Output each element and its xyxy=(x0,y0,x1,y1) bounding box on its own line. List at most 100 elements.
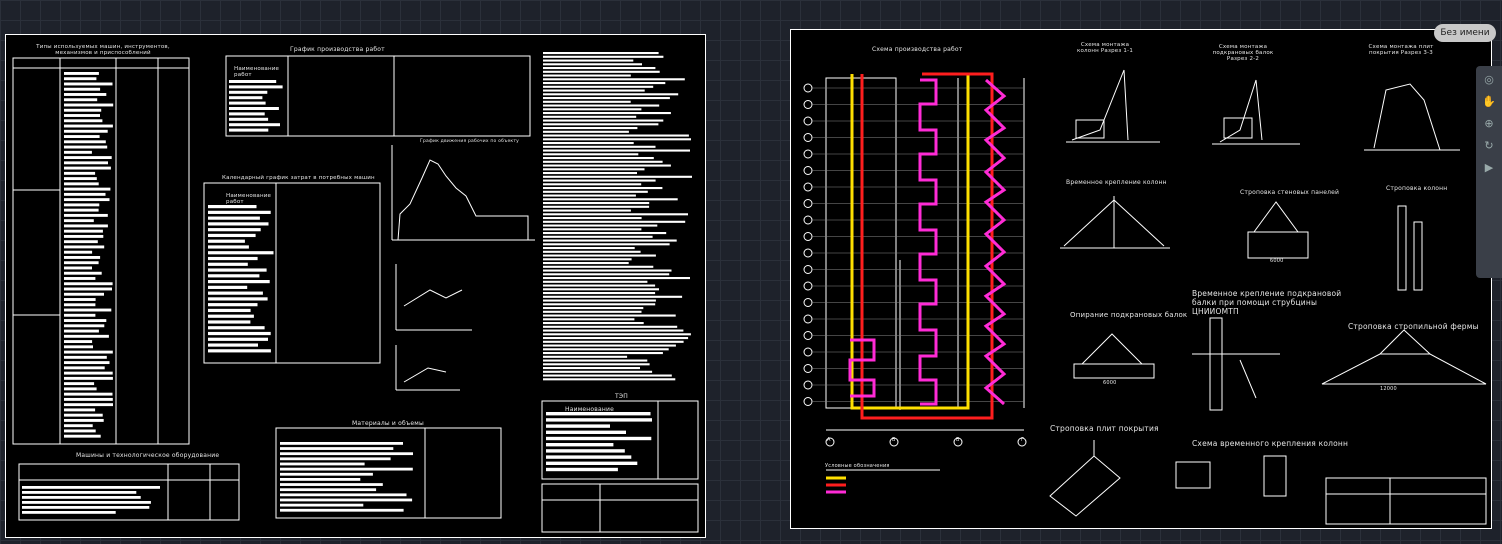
text-line xyxy=(546,461,638,465)
text-line xyxy=(280,442,403,445)
full-navigation-wheel-icon[interactable]: ◎ xyxy=(1484,73,1494,86)
text-line xyxy=(64,250,93,254)
text-line xyxy=(208,308,251,313)
viewcube-label[interactable]: Без имени xyxy=(1434,24,1496,42)
text-line xyxy=(543,93,679,96)
axis-label-a: А xyxy=(827,437,831,443)
text-line xyxy=(543,378,676,381)
text-line xyxy=(64,345,93,349)
text-line xyxy=(64,177,97,181)
text-line xyxy=(64,187,111,191)
text-line xyxy=(280,498,413,502)
text-line xyxy=(64,72,99,75)
main-scheme-title: Схема производства работ xyxy=(872,46,963,53)
text-line xyxy=(543,370,653,373)
pan-icon[interactable]: ✋ xyxy=(1482,95,1496,108)
showmotion-icon[interactable]: ▶ xyxy=(1484,161,1494,174)
text-line xyxy=(546,412,651,416)
text-line xyxy=(543,239,677,242)
text-line xyxy=(543,277,690,280)
text-line xyxy=(543,70,660,73)
text-line xyxy=(208,205,257,209)
text-line xyxy=(64,303,96,307)
text-line xyxy=(543,134,689,137)
text-line xyxy=(543,292,656,295)
text-line xyxy=(208,314,254,318)
text-line xyxy=(543,157,654,160)
axis-marker xyxy=(825,437,835,447)
slinging-truss-title: Строповка стропильной фермы xyxy=(1348,322,1479,331)
text-line xyxy=(64,208,99,212)
text-line xyxy=(543,160,663,163)
text-line xyxy=(543,209,631,212)
text-line xyxy=(543,153,639,156)
sheet-right[interactable] xyxy=(790,29,1492,529)
axis-marker xyxy=(889,437,899,447)
text-line xyxy=(280,478,361,481)
orbit-icon[interactable]: ↻ xyxy=(1484,139,1494,152)
text-line xyxy=(543,104,660,107)
text-line xyxy=(64,382,95,386)
text-line xyxy=(546,467,618,472)
text-line xyxy=(543,100,631,103)
text-line xyxy=(543,138,691,141)
text-line xyxy=(280,467,413,471)
text-line xyxy=(543,52,659,55)
text-line xyxy=(543,202,650,205)
zoom-icon[interactable]: ⊕ xyxy=(1484,117,1494,130)
text-line xyxy=(543,280,648,283)
calendar-plan-title: Календарный график затрат в потребных ма… xyxy=(222,175,375,181)
text-line xyxy=(64,329,99,333)
row-marker xyxy=(803,149,813,159)
text-line xyxy=(546,418,652,422)
text-line xyxy=(280,472,373,476)
text-line xyxy=(22,501,151,504)
text-line xyxy=(543,363,650,366)
text-line xyxy=(543,359,648,362)
text-line xyxy=(64,114,100,117)
histogram-line xyxy=(397,159,529,241)
tep-header: Наименование xyxy=(565,406,615,413)
text-line xyxy=(229,123,280,127)
text-line xyxy=(543,82,666,85)
text-line xyxy=(208,343,258,347)
row-marker xyxy=(803,199,813,208)
text-line xyxy=(543,340,684,343)
text-line xyxy=(64,77,97,81)
axis-marker xyxy=(1017,437,1027,447)
text-line xyxy=(64,219,94,223)
text-line xyxy=(229,128,269,132)
text-line xyxy=(64,245,105,249)
text-line xyxy=(543,198,678,201)
axis-label-c: В xyxy=(956,437,960,443)
machines-table-frame xyxy=(12,57,190,445)
text-line xyxy=(229,80,277,83)
text-line xyxy=(543,243,670,246)
crane-path-magenta-right xyxy=(983,78,1007,406)
schedule-frame xyxy=(225,55,531,137)
text-line xyxy=(543,374,672,377)
text-line xyxy=(64,234,104,238)
text-line xyxy=(208,274,260,278)
text-line xyxy=(208,239,245,243)
row-marker xyxy=(803,397,813,406)
navigation-bar[interactable]: ◎ ✋ ⊕ ↻ ▶ xyxy=(1476,66,1502,278)
text-line xyxy=(64,140,106,144)
text-line xyxy=(543,235,653,238)
row-marker xyxy=(803,100,813,109)
text-line xyxy=(280,447,394,450)
text-line xyxy=(543,367,640,370)
text-line xyxy=(543,172,637,175)
text-line xyxy=(208,245,249,249)
dimension-label: 12000 xyxy=(1380,386,1397,392)
text-line xyxy=(543,224,658,227)
text-line xyxy=(229,107,279,110)
text-line xyxy=(546,436,652,441)
row-marker xyxy=(803,232,813,241)
text-line xyxy=(64,108,102,112)
text-line xyxy=(280,488,377,492)
text-line xyxy=(208,251,274,255)
text-line xyxy=(64,198,110,202)
text-line xyxy=(64,371,113,375)
